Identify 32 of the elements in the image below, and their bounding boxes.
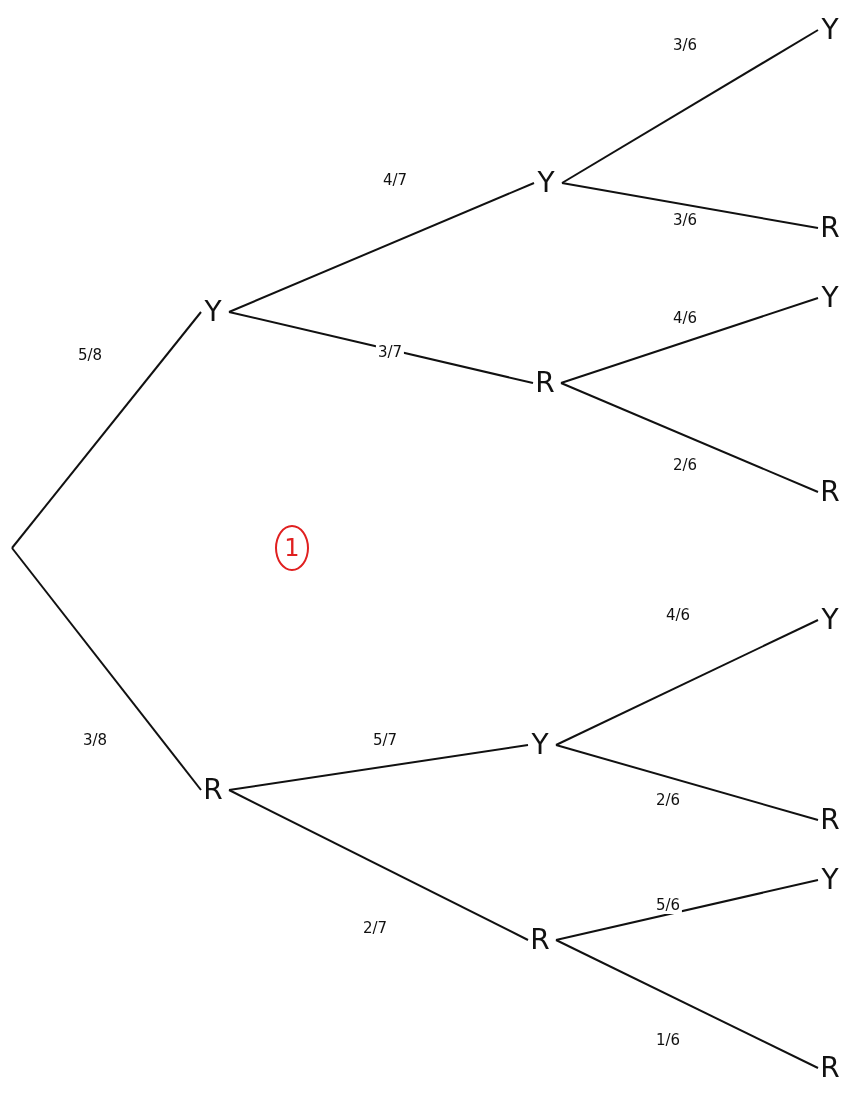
- branch-line: [555, 939, 819, 1069]
- outcome-letter: Y: [534, 166, 558, 200]
- outcome-letter: Y: [201, 295, 225, 329]
- outcome-letter: Y: [818, 13, 842, 47]
- branch-line: [555, 744, 819, 821]
- branch-line: [11, 311, 202, 549]
- outcome-letter: R: [201, 773, 225, 807]
- outcome-letter: R: [528, 923, 552, 957]
- branch-line: [561, 29, 819, 184]
- branch-line: [561, 182, 819, 229]
- probability-label: 3/7: [375, 343, 405, 361]
- branch-line: [555, 879, 819, 941]
- branch-line: [560, 382, 819, 493]
- outcome-letter: R: [818, 803, 842, 837]
- circled-number: 1: [275, 525, 309, 571]
- outcome-letter: Y: [818, 603, 842, 637]
- probability-label: 4/6: [663, 606, 693, 624]
- branch-line: [228, 789, 529, 941]
- outcome-letter: Y: [818, 281, 842, 315]
- branch-line: [560, 297, 819, 384]
- outcome-letter: Y: [528, 728, 552, 762]
- probability-label: 4/6: [670, 309, 700, 327]
- outcome-letter: R: [818, 211, 842, 245]
- outcome-letter: Y: [818, 863, 842, 897]
- branch-line: [555, 619, 819, 746]
- branch-line: [228, 311, 534, 384]
- outcome-letter: R: [818, 475, 842, 509]
- outcome-letter: R: [533, 366, 557, 400]
- branch-line: [228, 182, 535, 313]
- branch-line: [11, 547, 202, 791]
- branch-line: [228, 744, 529, 791]
- outcome-letter: R: [818, 1051, 842, 1085]
